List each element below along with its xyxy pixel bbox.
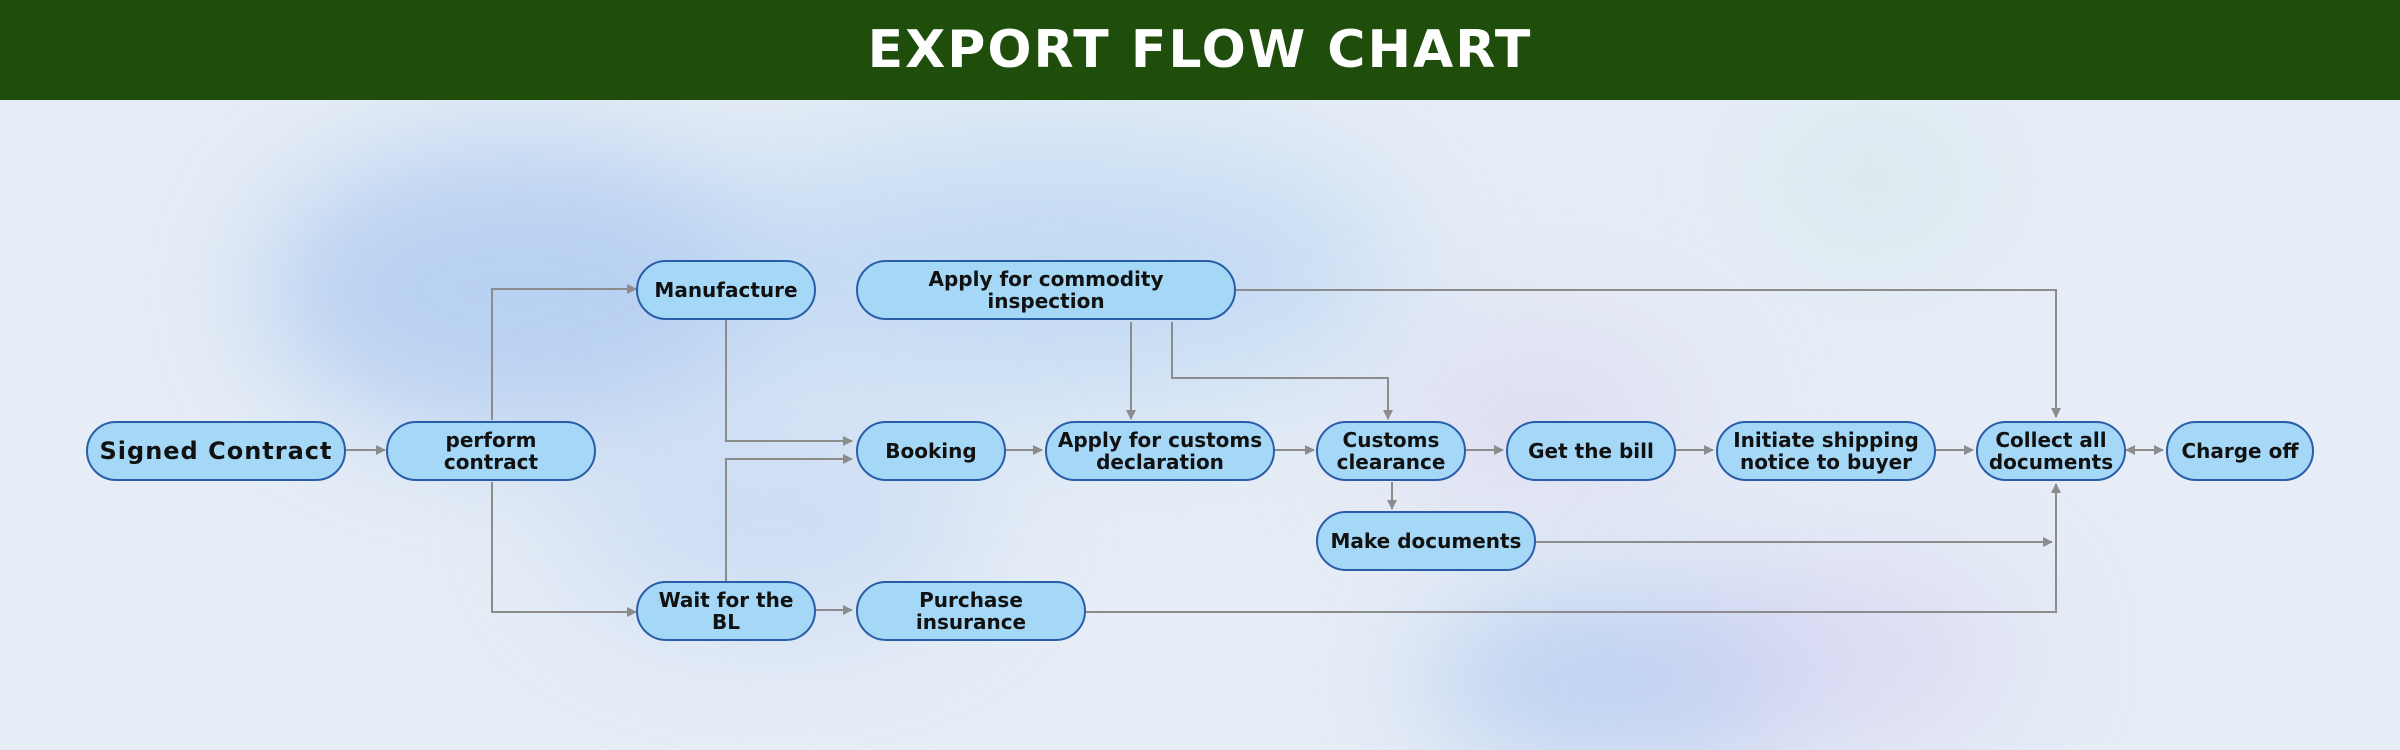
node-commodity-inspection: Apply for commodity inspection <box>856 260 1236 320</box>
node-charge-off: Charge off <box>2166 421 2314 481</box>
connector-perform-to-wait-bl <box>491 482 637 617</box>
connector-manufacture-to-booking <box>725 320 853 446</box>
node-booking: Booking <box>856 421 1006 481</box>
node-perform-contract: perform contract <box>386 421 596 481</box>
node-signed-contract: Signed Contract <box>86 421 346 481</box>
connector-perform-to-manufacture <box>491 284 637 420</box>
node-collect-documents: Collect all documents <box>1976 421 2126 481</box>
node-shipping-notice: Initiate shipping notice to buyer <box>1716 421 1936 481</box>
connector-inspection-to-collect <box>1236 289 2061 418</box>
node-get-bill: Get the bill <box>1506 421 1676 481</box>
node-purchase-insurance: Purchase insurance <box>856 581 1086 641</box>
node-customs-clearance: Customs clearance <box>1316 421 1466 481</box>
node-wait-bl: Wait for the BL <box>636 581 816 641</box>
node-customs-declaration: Apply for customs declaration <box>1045 421 1275 481</box>
connector-inspection-to-clearance <box>1171 322 1393 420</box>
page-title: EXPORT FLOW CHART <box>867 20 1533 80</box>
node-make-documents: Make documents <box>1316 511 1536 571</box>
header-bar: EXPORT FLOW CHART <box>0 0 2400 100</box>
connector-insurance-to-collect <box>1086 483 2061 613</box>
connector-wait-bl-to-booking <box>725 454 853 582</box>
node-manufacture: Manufacture <box>636 260 816 320</box>
